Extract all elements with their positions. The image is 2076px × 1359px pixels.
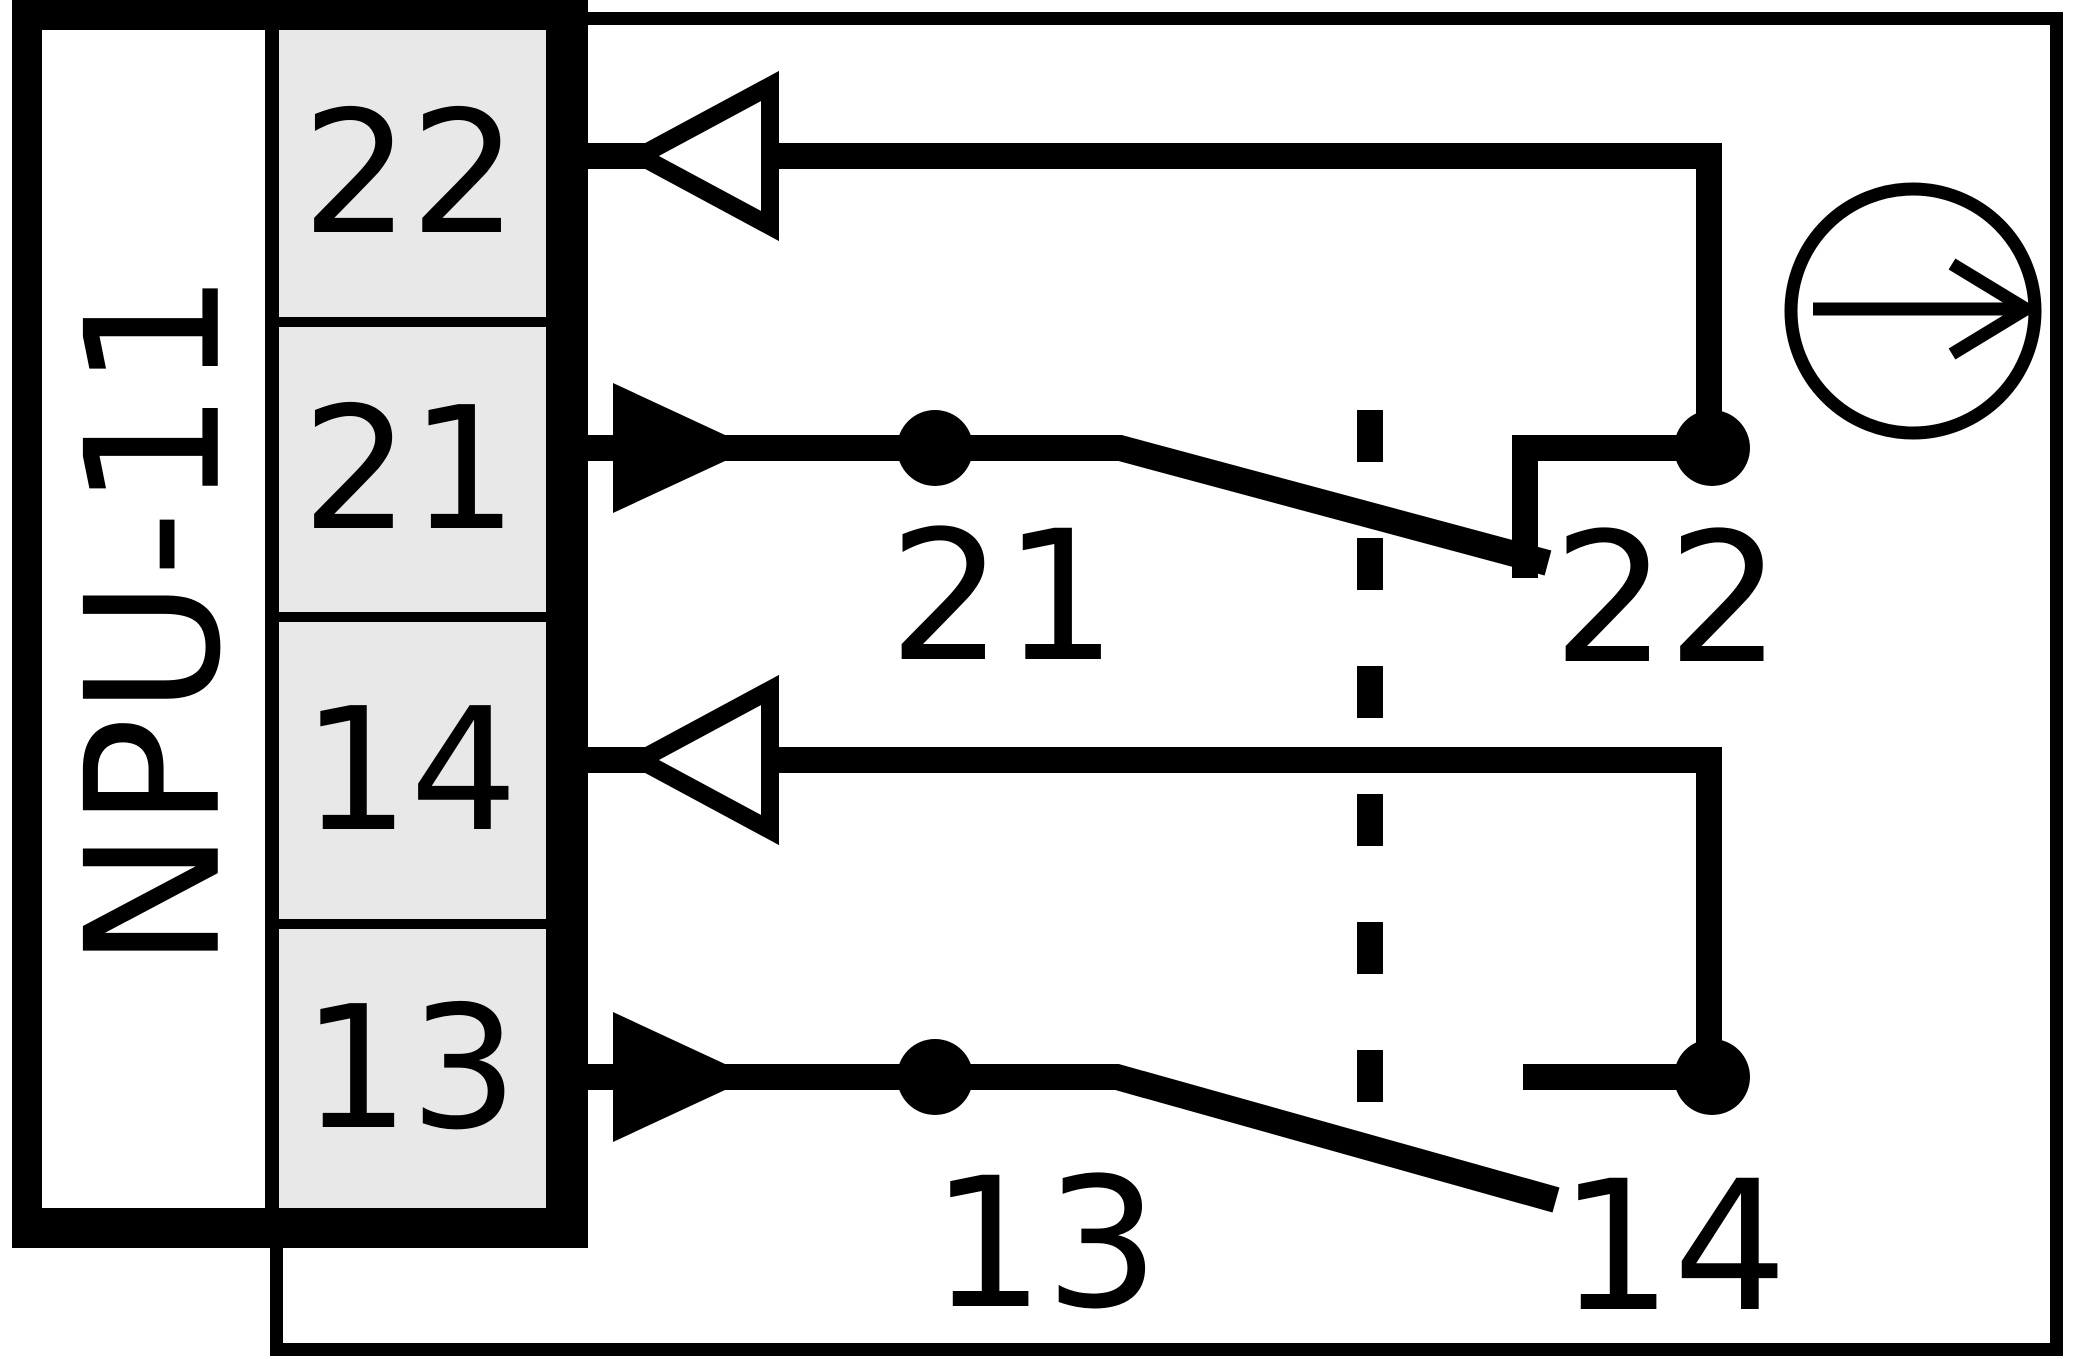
hollow-arrow-14-icon [621,674,779,846]
contact-label-13: 13 [905,1140,1185,1349]
junction-dot-13-pivot [897,1039,973,1115]
terminal-cell-14: 14 [279,622,546,919]
wire-terminal-21-blade [588,435,1552,576]
contact-label-21: 21 [863,493,1143,702]
terminal-cell-22: 22 [279,30,546,317]
terminal-cell-label: 13 [301,969,518,1168]
junction-dot-22 [1674,410,1750,486]
contact-label-text: 14 [1558,1143,1788,1352]
diagram-frame [270,12,2063,1356]
contact-label-text: 22 [1552,495,1782,704]
terminal-cell-13: 13 [279,929,546,1208]
device-name-column: NPU-11 [42,30,265,1208]
terminal-cell-label: 21 [301,370,518,569]
actuation-direction-icon [1784,182,2042,440]
solid-arrow-21-icon [613,383,753,513]
wire-terminal-14 [588,747,1722,1077]
junction-dot-21-pivot [897,410,973,486]
terminal-cell-label: 22 [301,74,518,273]
contact-label-22: 22 [1527,495,1807,704]
actuation-arrow-head [1948,258,2039,360]
wire-terminal-13-blade [588,1064,1560,1213]
hollow-arrow-22-icon [621,70,779,242]
contact-label-14: 14 [1533,1143,1813,1352]
junction-dot-14 [1674,1039,1750,1115]
contact-label-text: 13 [930,1140,1160,1349]
contact-label-text: 21 [888,493,1118,702]
wire-terminal-22 [588,143,1722,448]
solid-arrow-13-icon [613,1012,753,1142]
block-column-divider [265,30,279,1208]
terminal-cell-21: 21 [279,327,546,612]
terminal-cell-label: 14 [301,671,518,870]
